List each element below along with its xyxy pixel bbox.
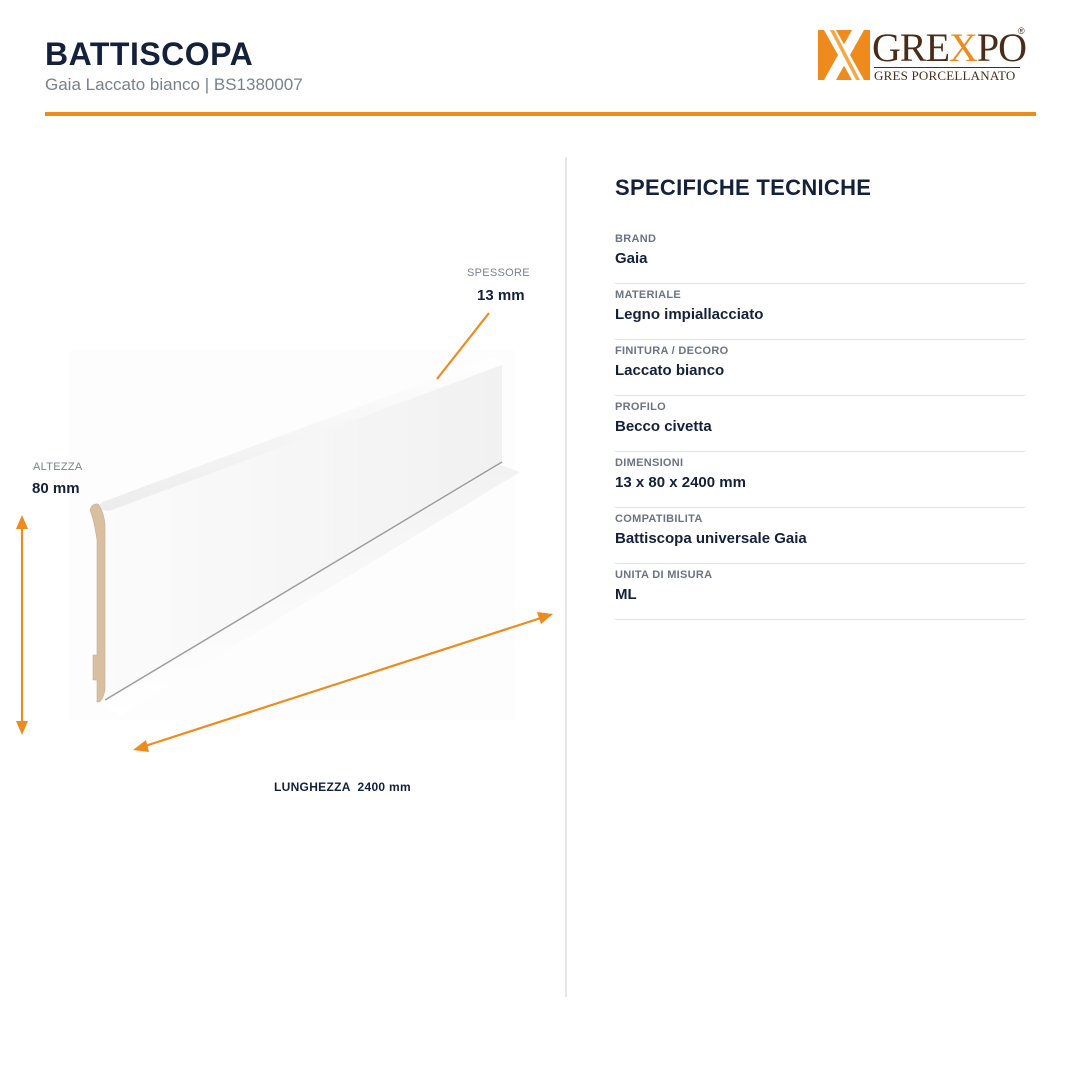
thickness-leader-line <box>436 312 490 380</box>
spec-row-dimensions: DIMENSIONI 13 x 80 x 2400 mm <box>615 452 1025 508</box>
spec-value: Becco civetta <box>615 418 712 435</box>
height-arrow-top-icon <box>16 515 28 529</box>
logo-wordmark-x: X <box>949 25 978 70</box>
skirting-board-illustration <box>16 312 553 752</box>
spec-label: COMPATIBILITA <box>615 513 703 525</box>
spec-row-unit: UNITA DI MISURA ML <box>615 564 1025 620</box>
spec-value: 13 x 80 x 2400 mm <box>615 474 746 491</box>
length-arrow-right-icon <box>537 612 553 624</box>
spec-row-finish: FINITURA / DECORO Laccato bianco <box>615 340 1025 396</box>
spec-label: DIMENSIONI <box>615 457 684 469</box>
specs-list: BRAND Gaia MATERIALE Legno impiallacciat… <box>615 228 1025 620</box>
product-drawing <box>0 140 565 840</box>
specs-title: SPECIFICHE TECNICHE <box>615 175 872 200</box>
column-divider <box>565 157 567 997</box>
spec-label: UNITA DI MISURA <box>615 569 713 581</box>
height-label: ALTEZZA <box>33 461 83 473</box>
logo-wordmark-right: PO <box>976 25 1027 70</box>
spec-row-profile: PROFILO Becco civetta <box>615 396 1025 452</box>
logo-tagline-rule <box>874 67 1020 68</box>
height-value: 80 mm <box>32 480 80 497</box>
spec-label: MATERIALE <box>615 289 682 301</box>
thickness-label: SPESSORE <box>467 267 530 279</box>
header-accent-rule <box>45 112 1036 116</box>
product-subtitle: Gaia Laccato bianco | BS1380007 <box>45 75 303 94</box>
logo-wordmark: GREXPO <box>872 24 1027 72</box>
height-arrow-bottom-icon <box>16 721 28 735</box>
spec-value: Gaia <box>615 250 648 267</box>
board-front-face <box>103 360 502 700</box>
logo-wordmark-left: GRE <box>872 25 950 70</box>
grexpo-logo: GREXPO ® GRES PORCELLANATO <box>818 24 1030 86</box>
spec-label: FINITURA / DECORO <box>615 345 729 357</box>
spec-label: PROFILO <box>615 401 666 413</box>
length-caption: LUNGHEZZA 2400 mm <box>274 780 411 794</box>
length-dimension-line <box>141 615 545 749</box>
spec-row-compatibility: COMPATIBILITA Battiscopa universale Gaia <box>615 508 1025 564</box>
page-title: BATTISCOPA <box>45 36 254 72</box>
spec-value: Legno impiallacciato <box>615 306 764 323</box>
logo-registered-mark: ® <box>1018 26 1025 36</box>
spec-row-material: MATERIALE Legno impiallacciato <box>615 284 1025 340</box>
board-top-edge <box>97 357 502 511</box>
thickness-value: 13 mm <box>477 287 525 304</box>
spec-label: BRAND <box>615 233 657 245</box>
spec-value: Battiscopa universale Gaia <box>615 530 807 547</box>
spec-value: ML <box>615 586 637 603</box>
grexpo-x-logo-mark-icon <box>818 30 870 80</box>
logo-tagline: GRES PORCELLANATO <box>874 68 1016 83</box>
spec-row-brand: BRAND Gaia <box>615 228 1025 284</box>
length-arrow-left-icon <box>133 740 149 752</box>
board-bottom-edge <box>104 461 503 701</box>
board-end-grain <box>89 503 106 703</box>
board-shadow <box>100 465 520 715</box>
spec-value: Laccato bianco <box>615 362 725 379</box>
